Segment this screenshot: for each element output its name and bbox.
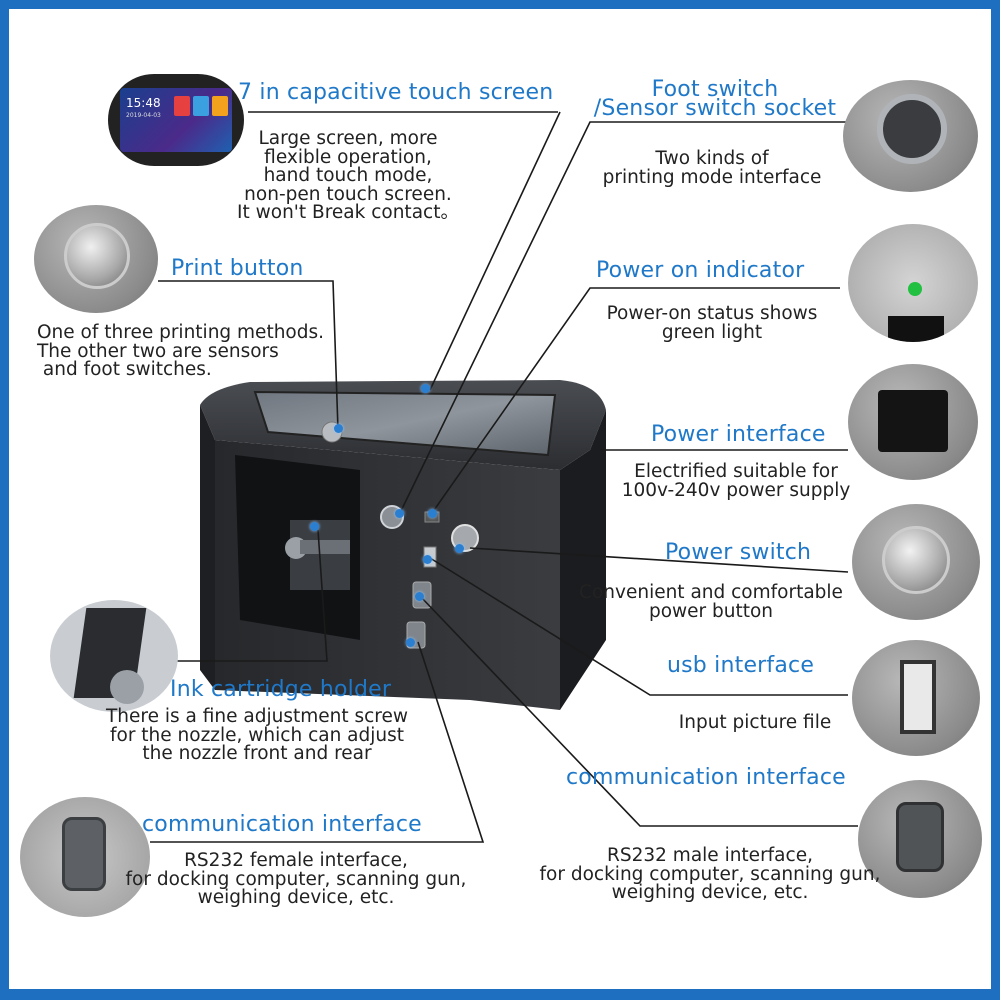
touch-screen-photo: 15:48 2019-04-03 <box>108 74 244 166</box>
comm-left-title: communication interface <box>142 812 422 837</box>
comm-right-title: communication interface <box>566 765 846 790</box>
ink-holder-title: Ink cartridge holder <box>170 677 392 702</box>
screen-marker <box>421 384 430 393</box>
app-icon <box>174 96 190 116</box>
comm-right-desc: RS232 male interface, for docking comput… <box>539 845 881 903</box>
power-interface-photo <box>848 364 978 480</box>
ink-cartridge-holder-photo <box>50 600 178 712</box>
foot-switch-socket-photo <box>843 80 978 192</box>
rs232-female-marker <box>406 638 415 647</box>
rs232-female-photo <box>20 797 150 917</box>
power-switch-title: Power switch <box>665 540 812 565</box>
rs232-male-marker <box>415 592 424 601</box>
print-button-title: Print button <box>171 256 304 281</box>
usb-interface-photo <box>852 640 980 756</box>
power-indicator-title: Power on indicator <box>596 258 805 283</box>
comm-left-desc: RS232 female interface, for docking comp… <box>125 850 467 908</box>
indicator-marker <box>428 509 437 518</box>
rs232-male-photo <box>858 780 982 898</box>
gear-icon <box>212 96 228 116</box>
foot-switch-marker <box>395 509 404 518</box>
print-button-marker <box>334 424 343 433</box>
foot-switch-title: Foot switch /Sensor switch socket <box>593 77 837 121</box>
power-interface-title: Power interface <box>651 422 826 447</box>
print-button-desc: One of three printing methods. The other… <box>37 322 325 380</box>
usb-title: usb interface <box>667 653 815 678</box>
thumb-time: 15:48 <box>126 96 161 110</box>
power-switch-marker <box>455 544 464 553</box>
touch-screen-title: 7 in capacitive touch screen <box>238 80 554 105</box>
usb-marker <box>423 555 432 564</box>
touch-screen-desc: Large screen, more flexible operation, h… <box>237 128 459 223</box>
power-indicator-desc: Power-on status shows green light <box>606 303 818 343</box>
usb-desc: Input picture file <box>678 712 832 733</box>
power-interface-desc: Electrified suitable for 100v-240v power… <box>621 461 851 501</box>
app-icon <box>193 96 209 116</box>
power-switch-photo <box>852 504 980 620</box>
thumb-date: 2019-04-03 <box>126 112 161 119</box>
power-switch-desc: Convenient and comfortable power button <box>579 582 843 622</box>
foot-switch-desc: Two kinds of printing mode interface <box>602 148 822 188</box>
ink-holder-desc: There is a fine adjustment screw for the… <box>105 706 408 764</box>
ink-holder-marker <box>310 522 319 531</box>
print-button-photo <box>34 205 158 313</box>
power-indicator-photo <box>848 224 978 342</box>
